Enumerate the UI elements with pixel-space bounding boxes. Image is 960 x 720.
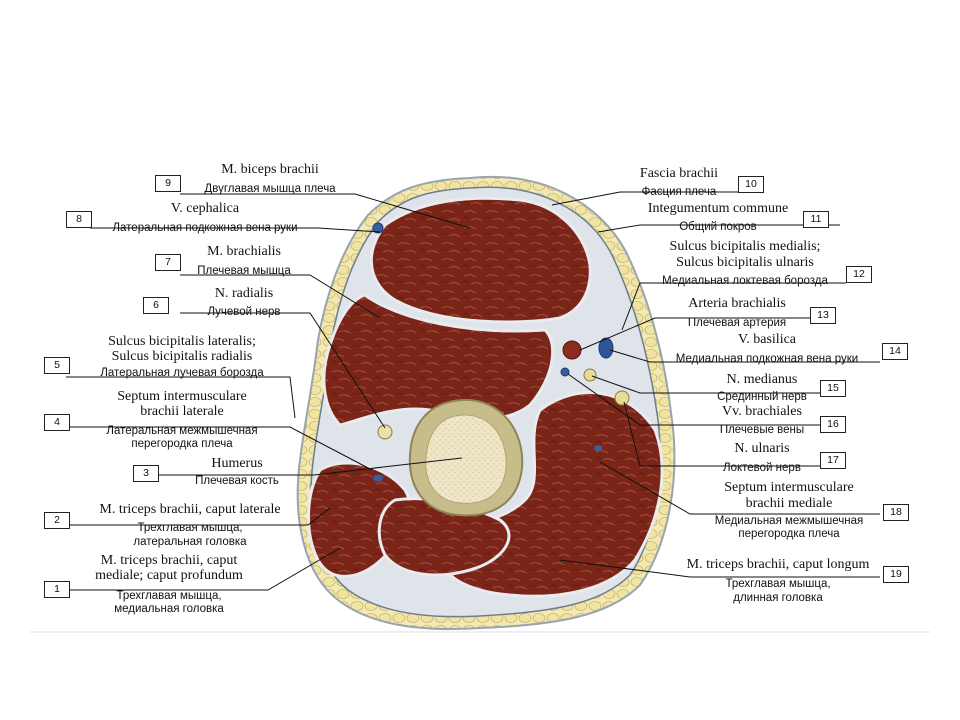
bone-marrow (425, 414, 507, 504)
label-8-russian: Латеральная подкожная вена руки (112, 222, 298, 234)
brachial-veins (560, 367, 570, 377)
ulnar-nerve (614, 390, 630, 406)
label-18-russian-line2: перегородка плеча (738, 528, 840, 540)
label-12-latin-line2: Sulcus bicipitalis ulnaris (676, 255, 814, 270)
label-number-7: 7 (155, 254, 181, 271)
label-4-latin-line2: brachii laterale (140, 404, 224, 419)
label-1-latin-line2: mediale; caput profundum (95, 568, 243, 583)
label-9-latin: M. biceps brachii (221, 162, 319, 177)
label-number-8: 8 (66, 211, 92, 228)
label-number-5: 5 (44, 357, 70, 374)
label-2-latin: M. triceps brachii, caput laterale (99, 502, 281, 517)
septum-medial-vessel (594, 445, 602, 451)
label-number-16: 16 (820, 416, 846, 433)
label-1-russian-line1: Трехглавая мышца, (116, 590, 222, 602)
label-4-latin-line1: Septum intermusculare (117, 389, 247, 404)
label-16-russian: Плечевые вены (719, 424, 805, 436)
label-1-russian-line2: медиальная головка (114, 603, 224, 615)
label-10-latin: Fascia brachii (639, 166, 719, 181)
label-19-russian-line1: Трехглавая мышца, (725, 578, 831, 590)
label-6-latin: N. radialis (214, 286, 274, 301)
label-6-russian: Лучевой нерв (207, 306, 281, 318)
basilic-vein (598, 337, 614, 359)
label-number-14: 14 (882, 343, 908, 360)
label-4-russian-line1: Латеральная межмышечная (106, 425, 258, 437)
cephalic-vein (372, 222, 384, 234)
label-13-russian: Плечевая артерия (687, 317, 787, 329)
label-19-latin: M. triceps brachii, caput longum (686, 557, 870, 572)
median-nerve (583, 368, 597, 382)
label-number-1: 1 (44, 581, 70, 598)
radial-nerve (377, 424, 393, 440)
label-11-latin: Integumentum commune (647, 201, 789, 216)
label-8-latin: V. cephalica (170, 201, 240, 216)
label-12-latin-line1: Sulcus bicipitalis medialis; (669, 239, 821, 254)
label-2-russian-line1: Трехглавая мышца, (137, 522, 243, 534)
label-number-9: 9 (155, 175, 181, 192)
label-19-russian-line2: длинная головка (733, 592, 823, 604)
label-17-latin: N. ulnaris (734, 441, 790, 456)
label-number-11: 11 (803, 211, 829, 228)
label-16-latin: Vv. brachiales (722, 404, 802, 419)
label-2-russian-line2: латеральная головка (133, 536, 247, 548)
label-number-13: 13 (810, 307, 836, 324)
biceps-muscle (369, 196, 592, 324)
label-18-russian-line1: Медиальная межмышечная (714, 515, 864, 527)
label-11-russian: Общий покров (679, 221, 757, 233)
label-10-russian: Фасция плеча (641, 186, 717, 198)
brachial-artery (562, 340, 582, 360)
label-5-latin-line1: Sulcus bicipitalis lateralis; (108, 334, 256, 349)
label-7-latin: M. brachialis (207, 244, 281, 259)
label-15-latin: N. medianus (726, 372, 798, 387)
label-1-latin-line1: M. triceps brachii, caput (100, 553, 238, 568)
label-5-russian: Латеральная лучевая борозда (100, 367, 264, 379)
septum-lateral-vessel (373, 474, 383, 482)
label-number-19: 19 (883, 566, 909, 583)
label-14-latin: V. basilica (737, 332, 797, 347)
label-4-russian-line2: перегородка плеча (131, 438, 233, 450)
label-number-18: 18 (883, 504, 909, 521)
label-number-12: 12 (846, 266, 872, 283)
label-15-russian: Срединный нерв (717, 391, 807, 403)
label-number-17: 17 (820, 452, 846, 469)
label-13-latin: Arteria brachialis (688, 296, 786, 311)
label-3-russian: Плечевая кость (195, 475, 279, 487)
label-number-15: 15 (820, 380, 846, 397)
label-14-russian: Медиальная подкожная вена руки (675, 353, 859, 365)
label-number-10: 10 (738, 176, 764, 193)
label-9-russian: Двуглавая мышца плеча (204, 183, 336, 195)
label-number-2: 2 (44, 512, 70, 529)
label-number-3: 3 (133, 465, 159, 482)
label-3-latin: Humerus (211, 456, 263, 471)
label-18-latin-line2: brachii mediale (745, 496, 833, 511)
label-7-russian: Плечевая мышца (197, 265, 291, 277)
leader-lines (66, 191, 880, 591)
label-5-latin-line2: Sulcus bicipitalis radialis (111, 349, 253, 364)
label-number-4: 4 (44, 414, 70, 431)
label-number-6: 6 (143, 297, 169, 314)
label-17-russian: Локтевой нерв (723, 462, 801, 474)
label-12-russian: Медиальная локтевая борозда (662, 275, 828, 287)
label-18-latin-line1: Septum intermusculare (724, 480, 854, 495)
